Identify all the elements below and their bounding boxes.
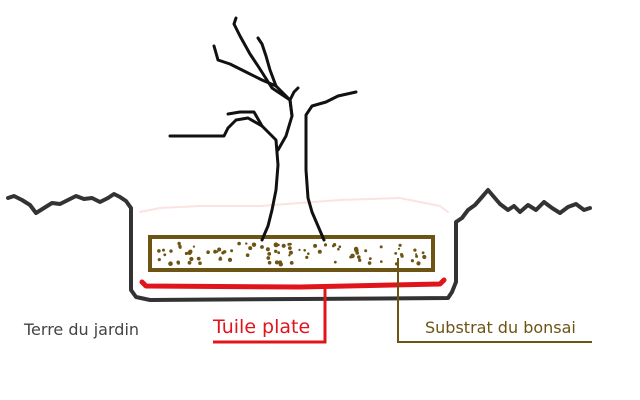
substrate-granule [168,261,173,267]
substrate-granule [260,245,264,249]
substrate-granule [379,245,383,249]
substrate-granule [288,246,292,251]
substrate-granule [157,249,161,253]
substrate-granule [216,250,219,253]
tree-branch-low [226,110,264,128]
ground-label: Terre du jardin [24,320,140,339]
substrate-granule [218,257,222,261]
substrate-granule [394,252,398,255]
substrate-granule [177,262,180,265]
substrate-granule [278,262,283,267]
substrate-granule [223,250,227,254]
substrate-granule [179,246,182,249]
substrate-granule [196,256,201,261]
tile-label: Tuile plate [213,316,311,338]
substrate-granule [157,258,161,262]
substrate-granule [415,253,418,256]
tree-branch-center [256,36,294,152]
substrate-granule [397,247,401,250]
substrate-label: Substrat du bonsai [425,318,576,337]
substrate-granule [273,242,279,247]
substrate-granule [380,260,383,263]
substrate-granule [245,253,250,257]
substrate-granule [267,260,272,265]
substrate-leader-line [397,258,592,343]
substrate-granule [266,256,271,260]
substrate-granule [303,249,307,252]
substrate-granule [187,260,192,265]
substrate-granule [331,244,335,248]
flat-tile [139,277,447,290]
substrate-granule [189,256,194,262]
substrate-granule [227,257,233,262]
tree [168,16,358,242]
substrate-granule [274,260,279,265]
substrate-granule [357,255,361,259]
substrate-granule [251,242,257,247]
substrate-granule [338,245,342,248]
substrate-granule [355,251,360,255]
tree-branch-right-twig [288,86,300,118]
tree-branch-left-top [212,44,278,88]
substrate-granule [248,246,253,251]
substrate-granule [398,243,402,247]
substrate-granule [415,254,419,258]
substrate-granule [298,248,301,251]
substrate-granule [289,261,294,265]
substrate-granule [192,245,195,248]
substrate-granule [410,259,414,263]
substrate-granule [350,253,355,259]
tree-trunk-right [304,90,358,242]
tree-trunk-left [168,116,280,242]
substrate-granule [245,242,248,245]
substrate-granule [423,256,426,259]
tile-leader-line [213,288,327,344]
substrate-granule [307,252,310,255]
substrate-granule [274,249,278,253]
substrate-granule [337,247,340,251]
substrate-granule [169,249,173,253]
substrate-granule [277,251,281,255]
tree-branch-left-mid [232,16,292,102]
substrate-granule [313,243,318,248]
substrate-granule [421,251,425,255]
substrate-granule [317,249,322,254]
substrate-granule [265,247,270,252]
substrate-granule [230,249,234,253]
substrate-granule [288,254,291,257]
substrate-granule [163,253,167,257]
substrate-granule [400,254,404,258]
substrate-granule [323,243,328,247]
substrate-granule [188,249,193,254]
substrate-granule [213,249,218,254]
substrate-granule [217,247,222,252]
substrate-granule [287,242,291,246]
hole-top-tint [139,196,449,213]
substrate-granule [184,251,188,256]
substrate-granule [305,255,309,259]
substrate-granule [367,261,372,265]
substrate-granule [281,243,286,248]
substrate-granule [333,260,337,264]
substrate-granules [157,241,427,267]
ground-surface-left [6,188,592,302]
substrate-granule [237,241,241,246]
substrate-granule [198,261,202,266]
substrate-granule [364,249,368,253]
substrate-granule [206,250,210,254]
substrate-granule [358,258,362,262]
substrate-granule [267,252,272,256]
substrate-layer [148,235,435,272]
substrate-granule [413,248,417,252]
substrate-granule [416,261,421,266]
substrate-granule [288,250,293,255]
substrate-granule [368,257,372,260]
substrate-granule [162,248,165,252]
